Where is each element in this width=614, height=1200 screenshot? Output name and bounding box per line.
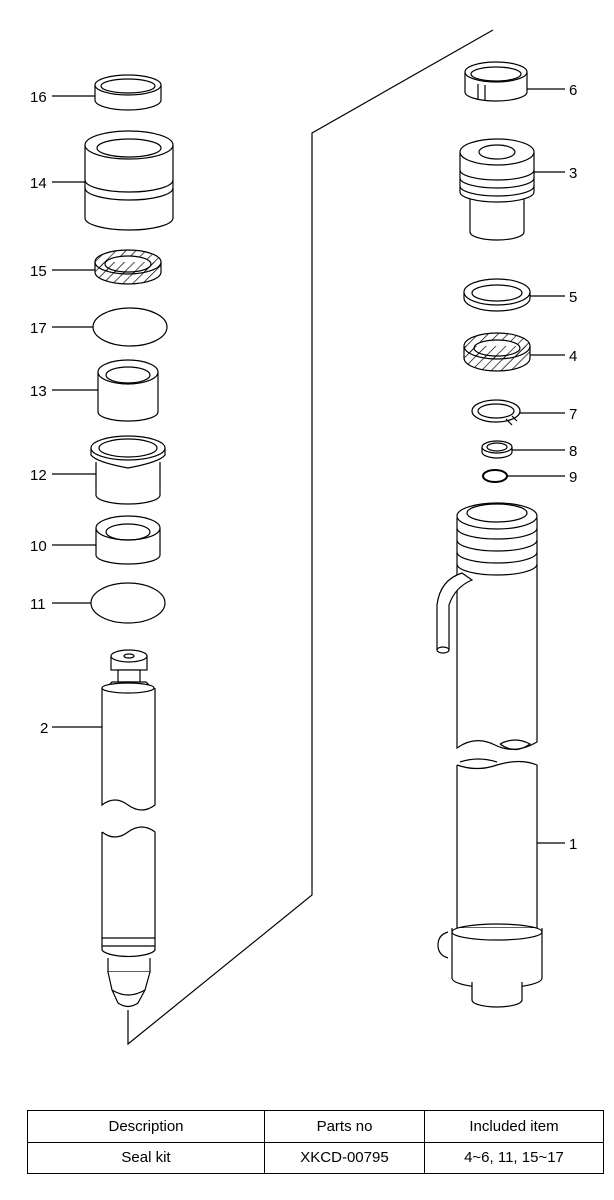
assembly-connector-line [127, 29, 494, 1046]
callout-2: 2 [40, 720, 48, 737]
part-4-seal [463, 332, 531, 372]
cell-included-item: 4~6, 11, 15~17 [424, 1141, 604, 1174]
exploded-parts-diagram: 16 14 15 17 13 12 10 [30, 29, 577, 1046]
part-15-seal [94, 249, 162, 285]
part-12-flanged-bushing [90, 435, 166, 505]
cell-parts-no: XKCD-00795 [264, 1141, 425, 1174]
callout-9: 9 [569, 469, 577, 486]
callout-15: 15 [30, 263, 47, 280]
callout-5: 5 [569, 289, 577, 306]
part-1-cylinder [436, 502, 543, 1008]
header-included-item: Included item [424, 1110, 604, 1143]
header-description: Description [27, 1110, 265, 1143]
callout-12: 12 [30, 467, 47, 484]
part-8-small-ring [481, 440, 513, 459]
callout-11: 11 [30, 596, 46, 613]
seal-kit-table: Description Parts no Included item Seal … [27, 1110, 604, 1174]
table-header-row: Description Parts no Included item [27, 1110, 604, 1143]
callout-16: 16 [30, 89, 47, 106]
callout-4: 4 [569, 348, 577, 365]
header-parts-no: Parts no [264, 1110, 425, 1143]
part-13-bushing [97, 359, 159, 422]
part-3-cylinder-head [459, 138, 535, 241]
table-row: Seal kit XKCD-00795 4~6, 11, 15~17 [27, 1141, 604, 1174]
part-7-snap-ring [471, 399, 521, 426]
cell-description: Seal kit [27, 1141, 265, 1174]
part-10-gland [95, 515, 161, 565]
part-14-front-cover [84, 130, 174, 231]
callout-1: 1 [569, 836, 577, 853]
part-9-small-o-ring [482, 469, 508, 483]
callout-8: 8 [569, 443, 577, 460]
callout-17: 17 [30, 320, 47, 337]
callout-3: 3 [569, 165, 577, 182]
part-16-wiper-ring [94, 74, 162, 111]
callout-14: 14 [30, 175, 47, 192]
part-6-split-bushing [464, 61, 528, 102]
callout-10: 10 [30, 538, 47, 555]
part-2-piston [101, 649, 156, 1008]
callout-7: 7 [569, 406, 577, 423]
part-5-ring [463, 278, 531, 312]
part-17-o-ring [92, 307, 168, 347]
part-11-o-ring [90, 582, 166, 624]
callout-13: 13 [30, 383, 47, 400]
callout-6: 6 [569, 82, 577, 99]
